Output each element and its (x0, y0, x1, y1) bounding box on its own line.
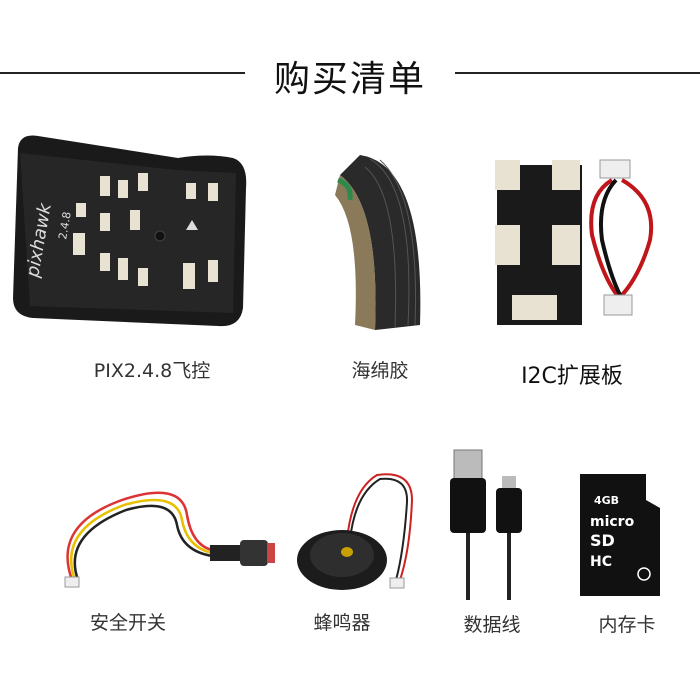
svg-text:2.4.8: 2.4.8 (56, 211, 74, 241)
i2c-board-image (495, 159, 654, 325)
title-divider-left (0, 72, 245, 74)
sd-card-image: 4GB micro SD HC (580, 474, 660, 596)
item-label-buzzer: 蜂鸣器 (313, 612, 371, 634)
usb-cable-image (450, 449, 522, 600)
safety-switch-image (64, 491, 275, 588)
item-label-i2c-board: I2C扩展板 (521, 364, 623, 389)
item-label-sd-card: 内存卡 (598, 614, 656, 636)
item-label-flight-controller: PIX2.4.8飞控 (93, 360, 211, 382)
item-label-safety-switch: 安全开关 (89, 612, 166, 634)
item-label-foam-tape: 海绵胶 (351, 360, 409, 382)
svg-text:HC: HC (590, 554, 612, 570)
buzzer-image (297, 473, 414, 590)
foam-tape-image (335, 155, 421, 330)
svg-text:micro: micro (590, 514, 635, 530)
svg-text:SD: SD (590, 531, 615, 550)
title-divider-right (455, 72, 700, 74)
flight-controller-image: pixhawk 2.4.8 (13, 135, 247, 327)
page-title: 购买清单 (273, 59, 426, 100)
item-label-usb-cable: 数据线 (463, 614, 521, 636)
svg-text:4GB: 4GB (594, 494, 619, 507)
